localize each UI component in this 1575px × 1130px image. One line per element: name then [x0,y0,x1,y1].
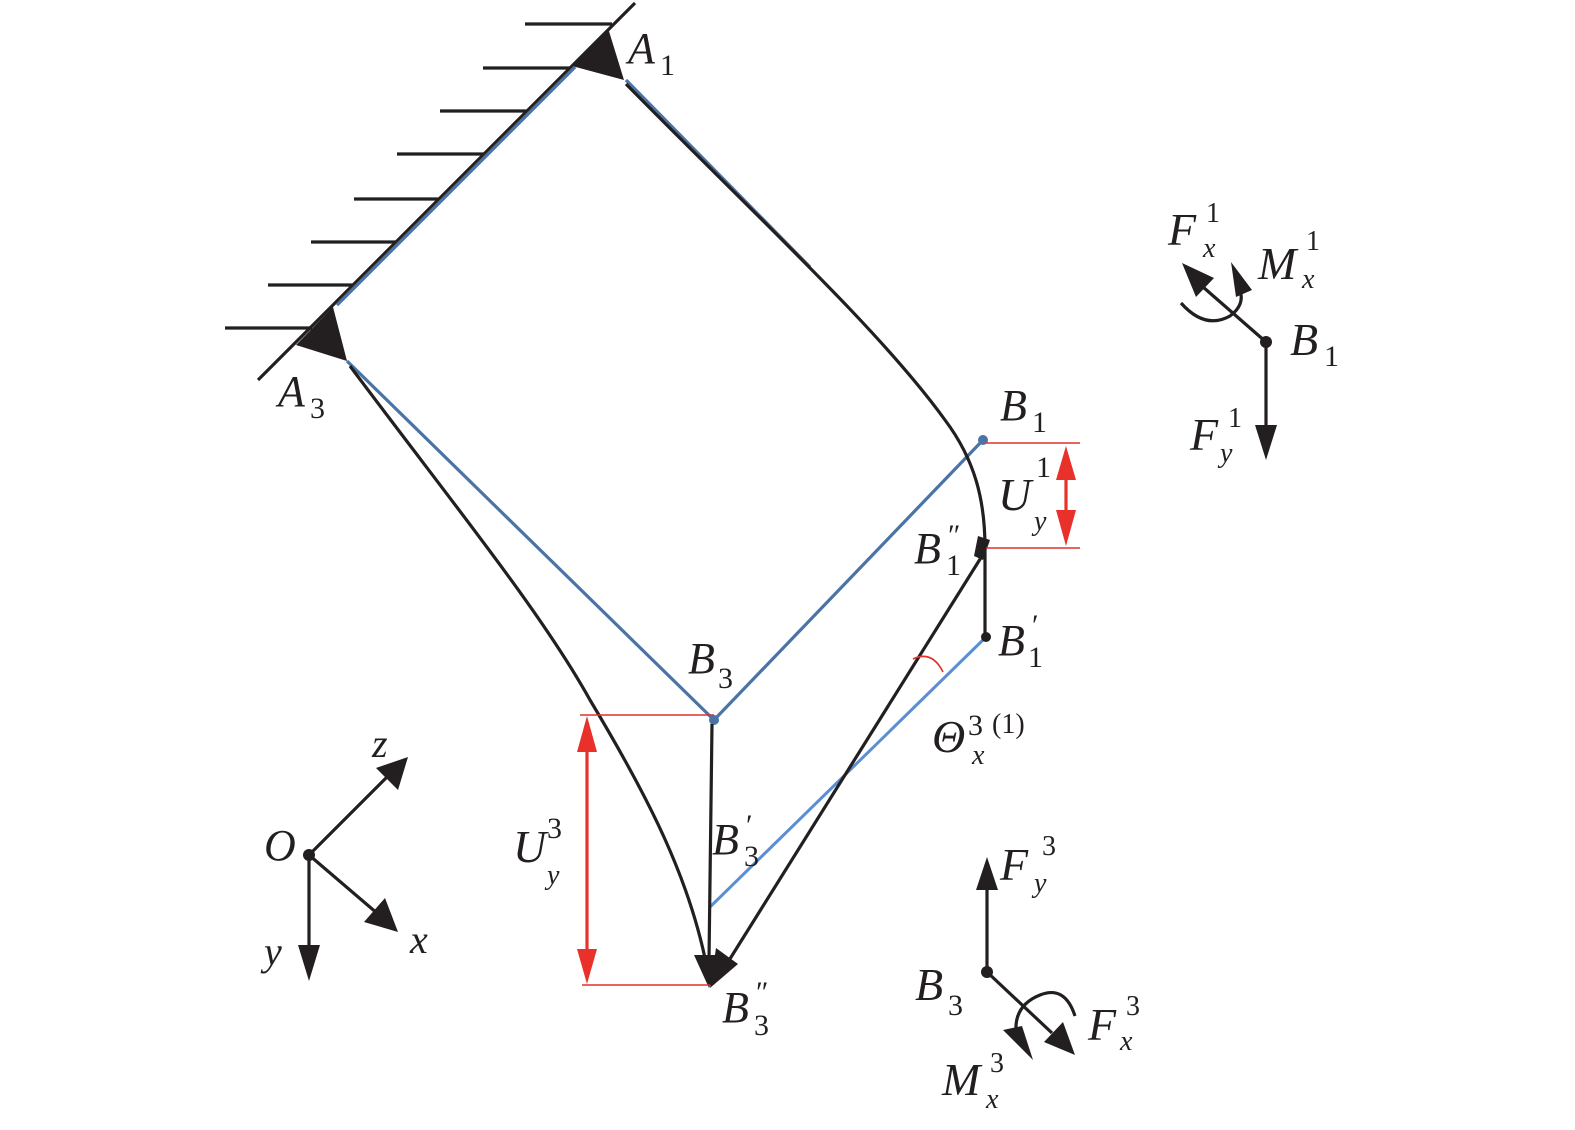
undeformed-configuration [335,65,988,725]
svg-text:B: B [1000,381,1027,430]
svg-text:x: x [1119,1026,1133,1057]
fy1-arrow-icon [1255,425,1277,460]
svg-text:B: B [688,634,715,683]
svg-text:3: 3 [310,392,325,425]
svg-text:3: 3 [1126,991,1140,1022]
svg-text:1: 1 [1324,340,1339,373]
svg-text:′: ′ [746,809,753,842]
fx1-arrow-icon [1182,263,1214,297]
svg-text:x: x [971,740,985,771]
svg-text:y: y [1217,438,1233,469]
svg-text:3: 3 [744,840,759,873]
label-b3: B 3 [688,634,733,695]
x-axis-arrow-icon [364,898,398,932]
svg-text:1: 1 [1028,641,1043,674]
svg-text:F: F [1087,999,1117,1050]
label-a3: A 3 [275,367,325,425]
fy3-arrow-icon [976,857,998,890]
svg-text:″: ″ [948,519,961,552]
label-b3-double-prime: B ″ 3 [722,976,769,1042]
deformed-configuration [348,82,991,969]
fx3-arrow-icon [1044,1022,1075,1055]
mx3-arrow-icon [1003,1026,1033,1060]
svg-text:A: A [275,367,306,416]
label-a1: A 1 [625,24,675,82]
z-axis-label: z [371,721,388,766]
svg-text:Θ: Θ [932,711,965,762]
svg-text:3: 3 [547,812,562,845]
svg-text:B: B [914,524,941,573]
label-b1-prime: B ′ 1 [998,609,1043,674]
y-axis-label: y [260,929,282,974]
mx1-arrow-icon [1231,262,1252,297]
svg-text:U: U [998,469,1034,520]
svg-text:y: y [1031,868,1047,899]
svg-text:U: U [513,821,549,872]
svg-text:″: ″ [756,976,769,1009]
svg-text:3: 3 [754,1009,769,1042]
svg-text:y: y [1031,506,1047,537]
rotation-angle-arc [912,655,944,673]
label-uy1: U 1 y [998,451,1051,537]
svg-text:1: 1 [1306,226,1320,257]
label-theta: Θ 3 (1) x [932,709,1025,771]
coordinate-system: O z x y [260,721,428,981]
y-axis-arrow-icon [298,945,320,981]
x-axis-label: x [409,917,428,962]
svg-text:1: 1 [1228,403,1242,434]
arrowhead-b1-double-prime [974,536,990,560]
node-b3-undeformed [709,715,719,725]
dimension-uy3 [577,714,714,986]
fixed-ground-support [225,1,637,382]
svg-text:A: A [625,24,656,73]
svg-text:F: F [999,839,1029,890]
support-triangle-a1 [572,28,624,80]
svg-text:B: B [998,616,1025,665]
svg-text:1: 1 [660,49,675,82]
label-b1: B 1 [1000,381,1047,439]
svg-text:B: B [915,959,943,1010]
svg-text:3: 3 [990,1048,1004,1079]
svg-text:′: ′ [1032,609,1039,642]
svg-text:1: 1 [1032,406,1047,439]
svg-text:x: x [985,1084,999,1115]
svg-text:1: 1 [946,549,961,582]
svg-text:B: B [1290,314,1318,365]
svg-text:M: M [1257,238,1299,289]
svg-text:x: x [1301,264,1315,295]
label-b1-double-prime: B ″ 1 [914,519,961,582]
svg-text:M: M [941,1054,983,1105]
svg-text:3: 3 [948,989,963,1022]
label-uy3: U 3 y [513,812,562,891]
svg-text:(1): (1) [992,709,1025,740]
svg-text:B: B [712,815,739,864]
label-b3-prime: B ′ 3 [712,809,759,873]
svg-text:3: 3 [968,709,983,742]
svg-text:3: 3 [1042,831,1056,862]
svg-text:x: x [1202,233,1216,264]
svg-text:F: F [1167,204,1197,255]
svg-text:O: O [264,821,296,870]
svg-text:B: B [722,983,749,1032]
arrowhead-b3-diagonal [710,948,738,988]
node-b1-prime [981,632,991,642]
node-b1-undeformed [978,435,988,445]
svg-text:1: 1 [1036,451,1051,484]
load-diagram-b1: F 1 x M 1 x B 1 F 1 y [1167,198,1339,469]
svg-text:F: F [1189,409,1219,460]
support-triangle-a3 [296,307,347,361]
z-axis-arrow-icon [376,757,408,790]
svg-text:3: 3 [718,662,733,695]
load-diagram-b3: F 3 y B 3 F 3 x M 3 x [915,831,1140,1115]
svg-text:1: 1 [1206,198,1220,229]
svg-text:y: y [544,860,560,891]
dimension-uy1 [986,442,1080,549]
